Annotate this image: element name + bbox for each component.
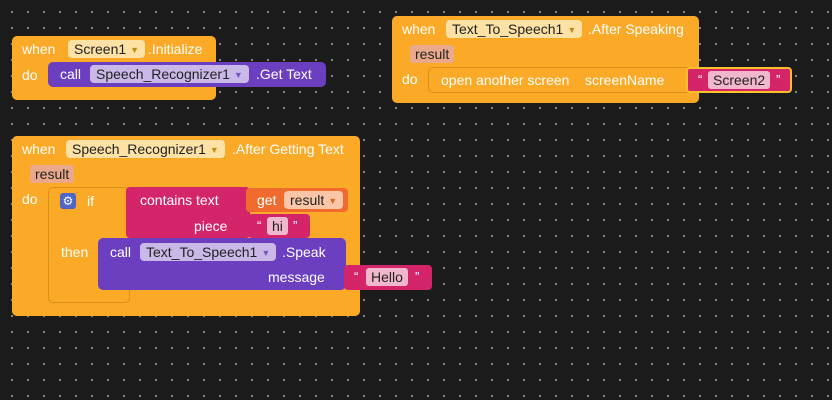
piece-label: piece: [194, 218, 228, 234]
event-name: .Initialize: [148, 41, 203, 57]
dropdown-arrow-icon: ▼: [209, 145, 219, 155]
open-another-screen-block[interactable]: open another screen screenName: [428, 67, 690, 93]
method-name: .Speak: [282, 244, 326, 260]
screen2-text-block[interactable]: “ Screen2 ”: [686, 67, 792, 93]
event-name: .After Speaking: [588, 21, 684, 37]
dropdown-label: result: [290, 192, 325, 208]
when-keyword: when: [22, 41, 56, 57]
screen-name-label: screenName: [585, 72, 665, 88]
dropdown-label: Text_To_Speech1: [452, 21, 564, 37]
result-variable-dropdown[interactable]: result▼: [284, 191, 344, 209]
dropdown-arrow-icon: ▼: [130, 45, 140, 55]
get-result-block[interactable]: get result▼: [246, 188, 348, 212]
hello-text-block[interactable]: “ Hello ”: [344, 265, 432, 290]
open-screen-label: open another screen: [441, 72, 570, 88]
dropdown-arrow-icon: ▼: [233, 70, 243, 80]
close-quote-icon: ”: [415, 269, 420, 284]
contains-text-label: contains text: [140, 192, 219, 208]
dropdown-label: Speech_Recognizer1: [72, 141, 206, 157]
dropdown-arrow-icon: ▼: [261, 248, 271, 258]
dropdown-arrow-icon: ▼: [567, 25, 577, 35]
call-get-text-block[interactable]: call Speech_Recognizer1▼ .Get Text: [48, 62, 326, 87]
if-keyword: if: [87, 193, 94, 209]
dropdown-label: Speech_Recognizer1: [96, 66, 230, 82]
call-keyword: call: [110, 244, 132, 260]
open-quote-icon: “: [354, 269, 359, 284]
dropdown-label: Screen1: [74, 41, 127, 57]
result-parameter[interactable]: result: [410, 45, 455, 63]
hi-text-block[interactable]: “ hi ”: [248, 214, 310, 238]
close-quote-icon: ”: [776, 72, 781, 87]
screen2-value[interactable]: Screen2: [708, 71, 771, 89]
get-keyword: get: [257, 192, 277, 208]
screen1-component-dropdown[interactable]: Screen1▼: [68, 40, 146, 58]
result-parameter[interactable]: result: [30, 165, 75, 183]
do-keyword: do: [402, 71, 418, 87]
method-name: .Get Text: [256, 66, 312, 82]
sr-component-dropdown[interactable]: Speech_Recognizer1▼: [66, 140, 225, 158]
call-speak-block[interactable]: call Text_To_Speech1▼ .Speak message: [98, 238, 346, 290]
contains-text-block[interactable]: contains text piece: [126, 187, 250, 238]
tts-component-dropdown[interactable]: Text_To_Speech1▼: [446, 20, 583, 38]
then-keyword: then: [61, 244, 89, 260]
call-keyword: call: [60, 66, 82, 82]
tts-speak-dropdown[interactable]: Text_To_Speech1▼: [140, 243, 277, 261]
do-keyword: do: [22, 67, 38, 83]
close-quote-icon: ”: [293, 218, 298, 233]
when-keyword: when: [402, 21, 436, 37]
hi-value[interactable]: hi: [267, 217, 288, 235]
do-keyword: do: [22, 191, 38, 207]
dropdown-label: Text_To_Speech1: [146, 244, 258, 260]
open-quote-icon: “: [257, 218, 262, 233]
hello-value[interactable]: Hello: [366, 268, 408, 286]
open-quote-icon: “: [698, 72, 703, 87]
gear-icon[interactable]: ⚙: [60, 193, 76, 209]
event-name: .After Getting Text: [232, 141, 344, 157]
when-keyword: when: [22, 141, 56, 157]
message-label: message: [268, 269, 325, 285]
dropdown-arrow-icon: ▼: [328, 196, 338, 206]
speech-recognizer-dropdown[interactable]: Speech_Recognizer1▼: [90, 65, 249, 83]
